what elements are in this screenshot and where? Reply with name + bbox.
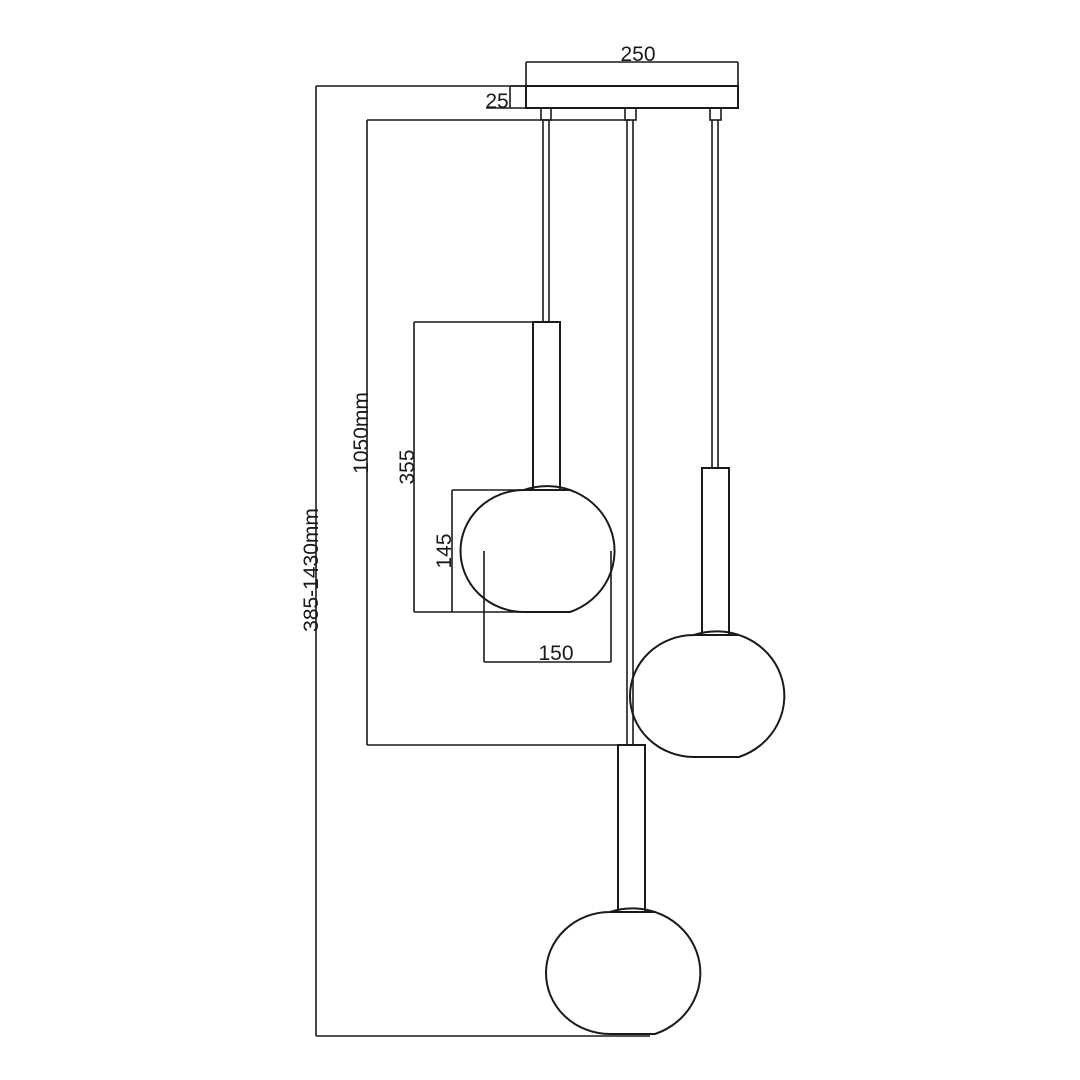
fixture-height-label: 355 (396, 449, 419, 484)
fixture-height-dimension: 355 (396, 321, 560, 613)
pendant-right (629, 107, 786, 758)
canopy-height-dimension: 25 (485, 85, 526, 113)
drop-height-dimension: 1050mm (350, 119, 645, 746)
pendant-bottom (545, 107, 702, 1035)
total-height-dimension: 385-1430mm (300, 85, 650, 1037)
globe-diameter-label: 150 (538, 642, 573, 665)
drop-height-label: 1050mm (350, 392, 373, 474)
canopy-width-label: 250 (620, 43, 655, 66)
canopy-height-label: 25 (485, 90, 508, 113)
globe-height-label: 145 (433, 533, 456, 568)
ceiling-canopy (525, 85, 739, 109)
globe-height-dimension: 145 (433, 489, 560, 612)
pendant-left (459, 107, 616, 613)
total-height-label: 385-1430mm (300, 508, 323, 632)
canopy-width-dimension: 250 (525, 43, 739, 86)
